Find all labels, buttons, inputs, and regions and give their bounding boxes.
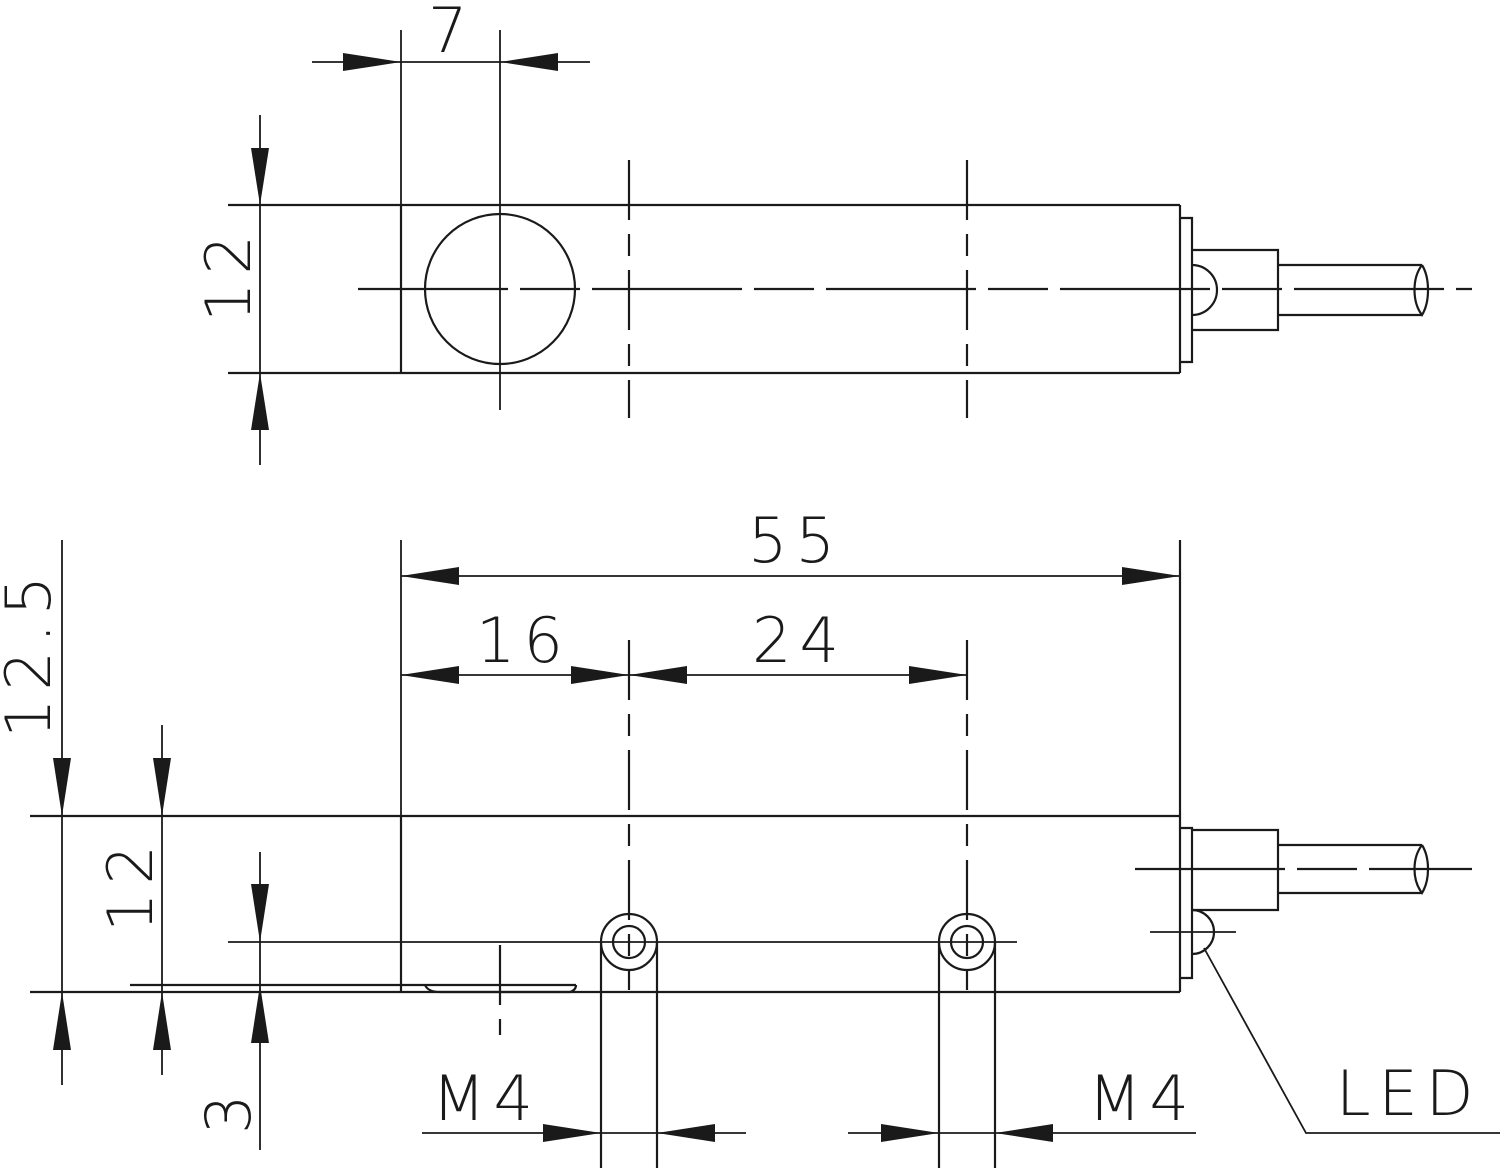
- dim24-label: 24: [752, 604, 847, 677]
- dim16-label: 16: [476, 604, 571, 677]
- dim12-5-arrow-up: [53, 992, 71, 1050]
- top-view: 7 12: [192, 0, 1472, 465]
- led-label: LED: [1336, 1057, 1481, 1130]
- dim55-arrow-right: [1122, 567, 1180, 585]
- dim7-arrow-right: [500, 53, 558, 71]
- thread-left-arrow-1: [543, 1124, 601, 1142]
- dim24-arrow-left: [629, 666, 687, 684]
- thread-right-label: M4: [1088, 1062, 1197, 1135]
- dim55-label: 55: [748, 504, 843, 577]
- dim3-arrow-down: [251, 884, 269, 942]
- side-cable-break: [1413, 844, 1430, 895]
- dim16-arrow-right: [571, 666, 629, 684]
- dim12-side-arrow-up: [153, 992, 171, 1050]
- dim24-arrow-right: [909, 666, 967, 684]
- side-plate-end: [423, 984, 578, 994]
- thread-right-arrow-2: [995, 1124, 1053, 1142]
- dim12-top-arrow-up: [251, 373, 269, 430]
- dim12-top-label: 12: [192, 227, 265, 322]
- side-end-cap: [1180, 826, 1194, 980]
- top-led-bump: [1191, 263, 1219, 317]
- dim12-side-label: 12: [94, 837, 167, 932]
- side-view: 55 16 24 12.5 12 3 M4 M4: [0, 504, 1500, 1168]
- dim3-arrow-up: [251, 985, 269, 1043]
- top-cable-break: [1413, 264, 1430, 317]
- thread-right-arrow-1: [881, 1124, 939, 1142]
- dim16-arrow-left: [401, 666, 459, 684]
- led-leader-line: [1203, 947, 1500, 1134]
- dim12-5-arrow-down: [53, 758, 71, 816]
- dim3-label: 3: [192, 1087, 265, 1134]
- dim7-arrow-left: [343, 53, 401, 71]
- dim12-top-arrow-down: [251, 148, 269, 205]
- thread-left-label: M4: [432, 1062, 541, 1135]
- dim7-label: 7: [428, 0, 475, 67]
- dim12-5-label: 12.5: [0, 568, 65, 738]
- dim12-side-arrow-down: [153, 758, 171, 816]
- dim55-arrow-left: [401, 567, 459, 585]
- thread-left-arrow-2: [657, 1124, 715, 1142]
